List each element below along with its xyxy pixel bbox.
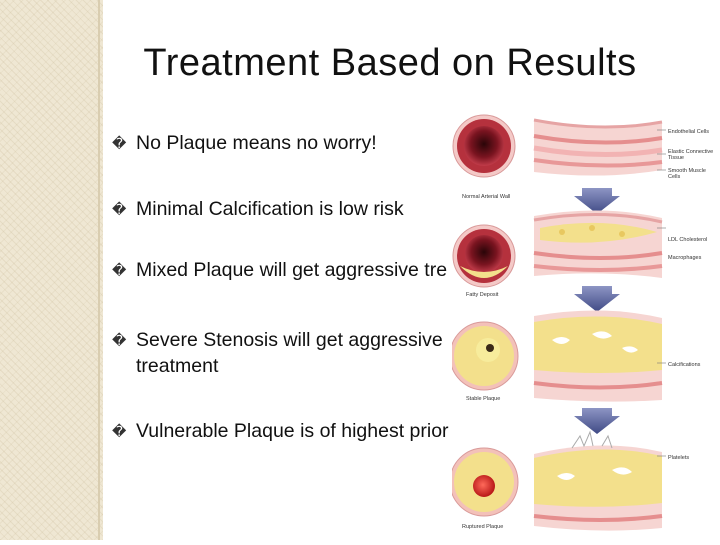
callout-label: Tissue xyxy=(668,155,684,161)
fatty-deposit-cross-section xyxy=(452,224,516,288)
bullet-item: � No Plaque means no worry! xyxy=(112,130,377,157)
bullet-text-line: treatment xyxy=(136,355,219,377)
bullet-box-icon: � xyxy=(112,333,127,349)
bullet-box-icon: � xyxy=(112,136,127,152)
callout-label: Smooth Muscle xyxy=(668,168,706,174)
progression-arrow-icon xyxy=(574,286,620,312)
callout-label: Macrophages xyxy=(668,255,702,261)
callout-label: Calcifications xyxy=(668,362,701,368)
bullet-text: Severe Stenosis will get aggressive trea… xyxy=(136,327,443,379)
progression-arrow-icon xyxy=(574,188,620,214)
bullet-item: � Mixed Plaque will get aggressive tre xyxy=(112,257,447,284)
artery-plaque-illustration: Normal Arterial Wall Endothelial Cells E… xyxy=(449,108,720,540)
stable-plaque-wall-section xyxy=(533,310,663,402)
callout-label: LDL Cholesterol xyxy=(668,237,707,243)
callout-label: Cells xyxy=(668,174,680,180)
ruptured-plaque-cross-section xyxy=(449,447,519,517)
artery-diagram: Normal Arterial Wall Endothelial Cells E… xyxy=(449,114,713,531)
ruptured-plaque-wall-section xyxy=(533,430,663,531)
callout-label: Elastic Connective xyxy=(668,149,713,155)
bullet-text: Mixed Plaque will get aggressive tre xyxy=(136,259,448,281)
stage-label: Ruptured Plaque xyxy=(462,524,503,530)
bullet-item: � Vulnerable Plaque is of highest prior xyxy=(112,418,449,445)
bullet-text: Vulnerable Plaque is of highest prior xyxy=(136,420,449,442)
stage-label: Fatty Deposit xyxy=(466,292,499,298)
bullet-box-icon: � xyxy=(112,263,127,279)
slide-title: Treatment Based on Results xyxy=(143,42,637,84)
normal-artery-cross-section xyxy=(452,114,516,178)
callout-label: Platelets xyxy=(668,455,689,461)
bullet-text: Minimal Calcification is low risk xyxy=(136,198,404,220)
callout-label: Endothelial Cells xyxy=(668,129,709,135)
normal-arterial-wall-section xyxy=(533,118,663,176)
bullet-text: No Plaque means no worry! xyxy=(136,132,377,154)
bullet-item: � Minimal Calcification is low risk xyxy=(112,196,404,223)
progression-arrow-icon xyxy=(574,408,620,434)
bullet-box-icon: � xyxy=(112,424,127,440)
fatty-deposit-wall-section xyxy=(533,210,663,278)
stage-label: Normal Arterial Wall xyxy=(462,194,510,200)
stage-label: Stable Plaque xyxy=(466,396,500,402)
sidebar-divider xyxy=(98,0,100,540)
bullet-item: � Severe Stenosis will get aggressive tr… xyxy=(112,327,443,379)
bullet-text-line: Severe Stenosis will get aggressive xyxy=(136,329,443,351)
stable-plaque-cross-section xyxy=(449,321,519,391)
bullet-box-icon: � xyxy=(112,202,127,218)
decorative-sidebar xyxy=(0,0,103,540)
